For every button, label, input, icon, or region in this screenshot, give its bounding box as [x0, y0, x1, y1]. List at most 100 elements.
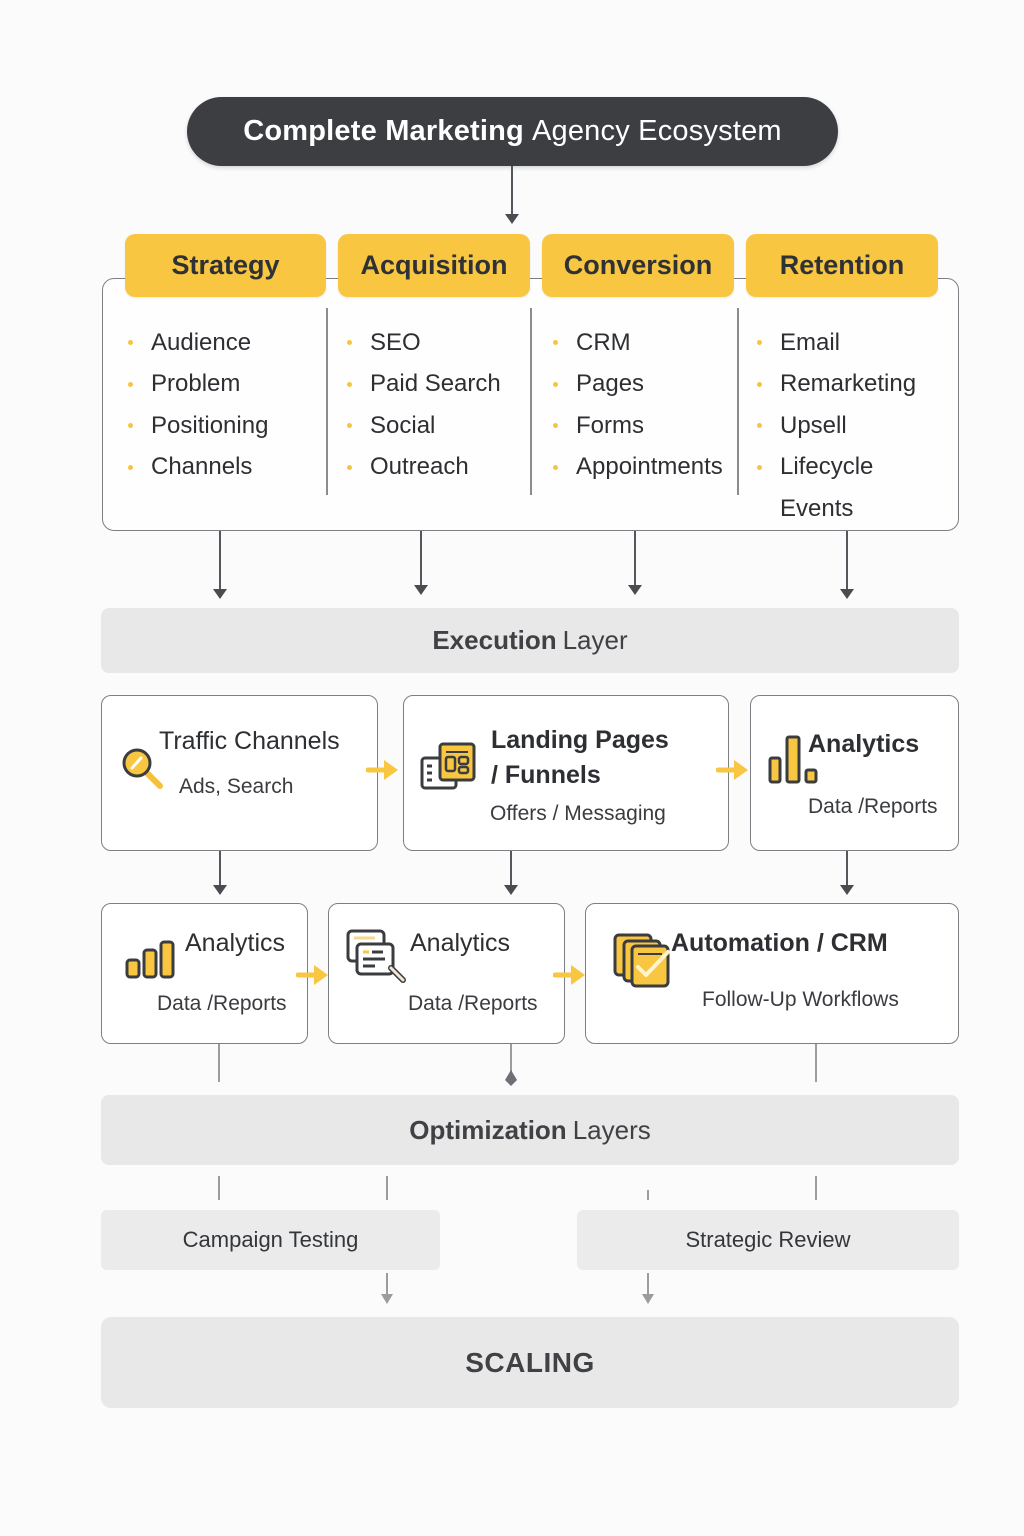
arrow-down-icon	[840, 885, 854, 895]
list-item: Channels	[128, 447, 268, 489]
connector-line	[219, 531, 221, 591]
title-light: Agency Ecosystem	[531, 115, 782, 147]
card-title: Analytics	[808, 730, 920, 758]
campaign-testing-box: Campaign Testing	[101, 1210, 440, 1270]
execution-layer: Execution Layer	[101, 608, 959, 673]
card-landing-pages: Landing Pages / Funnels Offers / Messagi…	[403, 695, 729, 851]
list-item: Email	[757, 322, 916, 364]
list-item-continuation: Events	[757, 488, 916, 530]
connector-line	[815, 1176, 817, 1200]
connector-line	[386, 1273, 388, 1295]
list-item: Remarketing	[757, 364, 916, 406]
card-title-line2: / Funnels	[491, 761, 601, 789]
item-text: Pages	[576, 370, 645, 398]
item-text: Email	[780, 328, 841, 356]
card-title: Analytics	[185, 929, 286, 957]
item-text: Social	[370, 411, 436, 439]
bullet-icon	[757, 340, 762, 346]
bullet-icon	[553, 381, 558, 387]
card-subtitle: Data /Reports	[408, 992, 538, 1015]
list-item: Pages	[553, 364, 723, 406]
arrow-down-icon	[505, 214, 519, 224]
list-item: Lifecycle	[757, 447, 916, 489]
strategy-list: Audience Problem Positioning Channels	[128, 322, 268, 488]
connector-line	[634, 531, 636, 587]
bullet-icon	[553, 423, 558, 429]
card-subtitle: Follow-Up Workflows	[702, 988, 899, 1011]
list-item: Social	[347, 405, 501, 447]
strategic-review-box: Strategic Review	[577, 1210, 959, 1270]
arrow-right-icon	[296, 965, 328, 985]
item-text: SEO	[370, 328, 421, 356]
item-text: Appointments	[576, 453, 723, 481]
bullet-icon	[128, 340, 133, 346]
connector-line	[420, 531, 422, 587]
bullet-icon	[553, 464, 558, 470]
card-title-line1: Landing Pages	[491, 726, 669, 754]
bullet-icon	[128, 423, 133, 429]
card-subtitle: Data /Reports	[808, 795, 938, 818]
arrow-right-icon	[366, 760, 398, 780]
bullet-icon	[347, 340, 352, 346]
card-title: Automation / CRM	[671, 929, 888, 957]
arrow-down-icon	[414, 585, 428, 595]
column-divider	[326, 308, 328, 495]
connector-line	[846, 851, 848, 887]
column-divider	[737, 308, 739, 495]
connector-line	[846, 531, 848, 591]
pillar-label: Conversion	[563, 250, 713, 280]
item-text: Remarketing	[780, 370, 917, 398]
card-subtitle: Offers / Messaging	[490, 802, 666, 825]
item-text: Positioning	[151, 411, 269, 439]
pillar-header-strategy: Strategy	[125, 234, 326, 297]
list-item: Outreach	[347, 447, 501, 489]
pillar-header-conversion: Conversion	[542, 234, 734, 297]
pillar-label: Acquisition	[360, 250, 508, 280]
scaling-label: SCALING	[465, 1346, 595, 1378]
connector-line	[219, 851, 221, 887]
list-item: Upsell	[757, 405, 916, 447]
layer-title-bold: Optimization	[409, 1114, 567, 1145]
column-divider	[530, 308, 532, 495]
pillar-label: Retention	[779, 250, 905, 280]
bar-chart-icon	[125, 940, 175, 979]
bullet-icon	[347, 423, 352, 429]
arrow-down-icon	[504, 885, 518, 895]
arrow-down-icon	[213, 885, 227, 895]
bullet-icon	[757, 381, 762, 387]
diagram-title: Complete Marketing Agency Ecosystem	[187, 97, 838, 166]
card-traffic-channels: Traffic Channels Ads, Search	[101, 695, 378, 851]
item-text: Channels	[151, 453, 253, 481]
connector-line	[510, 851, 512, 887]
item-text: CRM	[576, 328, 631, 356]
magnifier-icon	[122, 748, 163, 789]
item-text: Outreach	[370, 453, 469, 481]
bullet-icon	[128, 464, 133, 470]
list-item: Paid Search	[347, 364, 501, 406]
list-item: Appointments	[553, 447, 723, 489]
checklist-icon	[613, 933, 670, 988]
layer-title-light: Layers	[572, 1114, 651, 1145]
connector-line	[386, 1176, 388, 1200]
arrow-right-icon	[553, 965, 585, 985]
sub-layer-label: Campaign Testing	[182, 1227, 359, 1252]
arrow-down-icon	[642, 1294, 654, 1304]
connector-line	[815, 1044, 817, 1082]
card-analytics-2: Analytics Data /Reports	[328, 903, 565, 1044]
arrow-down-icon	[213, 589, 227, 599]
arrow-down-icon	[381, 1294, 393, 1304]
card-title: Analytics	[410, 929, 511, 957]
connector-line	[218, 1044, 220, 1082]
list-item: Audience	[128, 322, 268, 364]
connector-line	[218, 1176, 220, 1200]
card-subtitle: Data /Reports	[157, 992, 287, 1015]
card-automation-crm: Automation / CRM Follow-Up Workflows	[585, 903, 959, 1044]
connector-line	[511, 166, 513, 216]
item-text: Lifecycle	[780, 453, 874, 481]
arrow-right-icon	[716, 760, 748, 780]
pillar-header-retention: Retention	[746, 234, 938, 297]
acquisition-list: SEO Paid Search Social Outreach	[347, 322, 501, 488]
optimization-layer: Optimization Layers	[101, 1095, 959, 1165]
landing-page-icon	[420, 742, 476, 790]
item-text: Upsell	[780, 411, 847, 439]
